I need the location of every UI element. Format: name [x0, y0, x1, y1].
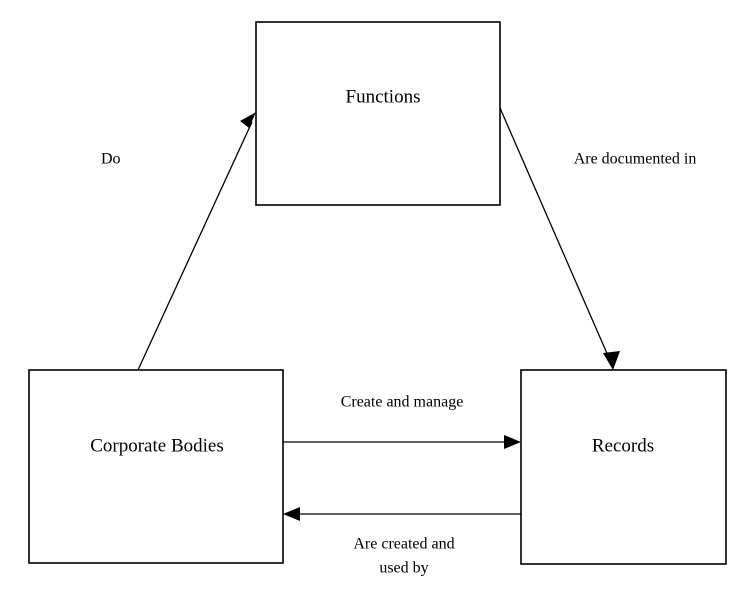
- node-corporate-bodies-box[interactable]: [28, 369, 284, 564]
- edge-label-are-created-and-used-by-line1: Are created and: [353, 536, 454, 553]
- edge-label-are-created-and-used-by-line2: used by: [379, 560, 428, 577]
- arrowhead-down-right-icon: [603, 351, 620, 370]
- edge-corporate-bodies-to-functions[interactable]: Do: [101, 112, 256, 371]
- arrowhead-up-right-icon: [240, 112, 256, 128]
- node-corporate-bodies[interactable]: Corporate Bodies: [28, 369, 284, 564]
- node-records[interactable]: Records: [520, 369, 727, 565]
- node-records-label: Records: [592, 435, 654, 456]
- edge-corporate-bodies-to-functions-line[interactable]: [137, 121, 253, 371]
- edge-records-to-corporate-bodies[interactable]: Are created and used by: [283, 507, 521, 577]
- edge-label-do: Do: [101, 151, 121, 168]
- arrowhead-right-icon: [504, 435, 521, 449]
- node-corporate-bodies-label: Corporate Bodies: [90, 435, 224, 456]
- edge-label-create-and-manage: Create and manage: [341, 394, 464, 411]
- node-functions[interactable]: Functions: [255, 21, 501, 206]
- node-functions-label: Functions: [346, 86, 421, 107]
- edge-corporate-bodies-to-records[interactable]: Create and manage: [283, 394, 521, 449]
- edge-functions-to-records[interactable]: Are documented in: [499, 107, 697, 370]
- node-records-box[interactable]: [520, 369, 727, 565]
- arrowhead-left-icon: [283, 507, 300, 521]
- node-functions-box[interactable]: [255, 21, 501, 206]
- edge-label-are-documented-in: Are documented in: [574, 151, 697, 168]
- edge-functions-to-records-line[interactable]: [499, 107, 610, 359]
